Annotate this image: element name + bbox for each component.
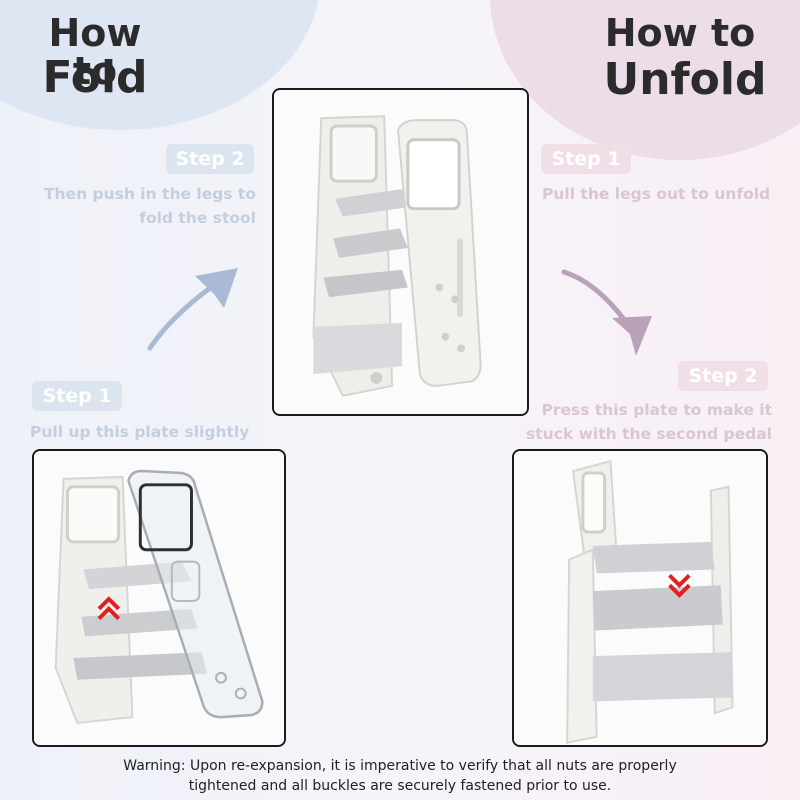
fold-step1-badge: Step 1 [32, 381, 122, 411]
fold-step2-text-line2: fold the stool [139, 209, 256, 227]
folded-stool-photo [272, 88, 529, 416]
warning-line2: tightened and all buckles are securely f… [188, 778, 612, 794]
unfold-step2-photo [512, 449, 768, 747]
curved-arrow-up-right-icon [147, 268, 238, 351]
unfold-step2-badge: Step 2 [678, 361, 768, 391]
curved-arrow-down-right-icon [561, 269, 652, 356]
fold-step1-text: Pull up this plate slightly [30, 423, 250, 441]
double-chevron-up-icon [97, 596, 121, 621]
fold-step2-badge: Step 2 [166, 144, 254, 174]
warning-line1: Warning: Upon re-expansion, it is impera… [123, 758, 677, 774]
fold-step1-photo [32, 449, 286, 747]
unfold-step2-description: Press this plate to make it stuck with t… [518, 398, 772, 446]
unfold-title-line1: How to [604, 11, 756, 55]
unfold-step2-text-line1: Press this plate to make it [541, 401, 772, 419]
fold-title-line2: Fold [42, 52, 148, 103]
unfold-step1-badge: Step 1 [541, 144, 631, 174]
fold-title-line1: How to [48, 11, 142, 93]
warning-text: Warning: Upon re-expansion, it is impera… [60, 756, 740, 796]
unfold-step2-text-line2: stuck with the second pedal [526, 425, 772, 443]
fold-step2-description: Then push in the legs to fold the stool [20, 182, 256, 230]
unfold-title-line2: Unfold [603, 54, 767, 105]
double-chevron-down-icon [668, 573, 691, 598]
unfold-step1-text: Pull the legs out to unfold [542, 185, 771, 203]
fold-step2-text-line1: Then push in the legs to [43, 185, 256, 203]
